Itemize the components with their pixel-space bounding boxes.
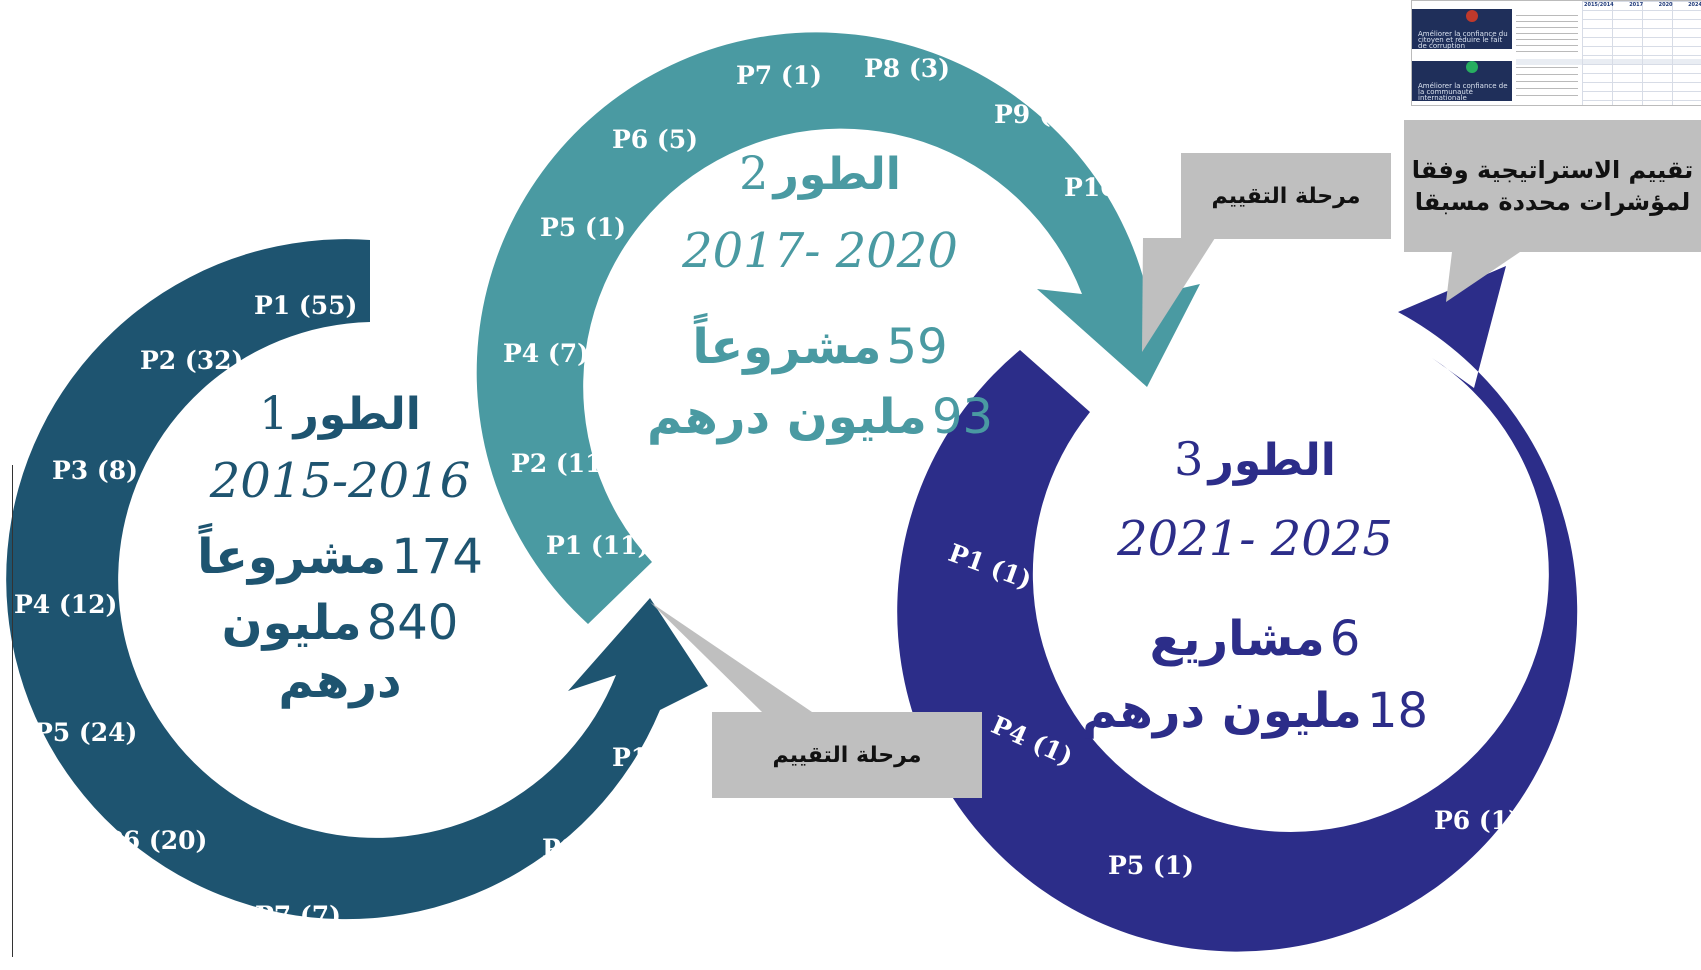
phase1-title: الطور bbox=[293, 389, 421, 440]
phase3-years: 2021- 2025 bbox=[1117, 511, 1393, 567]
phase3-budget-amount: 18 bbox=[1366, 683, 1429, 739]
thumbnail-header: 2017 bbox=[1629, 2, 1644, 8]
phase1-program-label: P4 (12) bbox=[14, 590, 118, 619]
thumbnail-header: 2024 bbox=[1688, 2, 1701, 8]
evaluation-callout-bottom-text: مرحلة التقييم bbox=[772, 742, 922, 768]
phase1-projects-count: 174 bbox=[391, 529, 483, 585]
phase2-budget-amount: 93 bbox=[931, 389, 994, 445]
phase2-projects-word: مشروعاً bbox=[692, 319, 882, 375]
evaluation-callout-top-text: مرحلة التقييم bbox=[1211, 183, 1361, 209]
phase1-program-label: P1 (55) bbox=[254, 291, 358, 320]
phase1-ring bbox=[6, 239, 708, 920]
phase3-number: 3 bbox=[1174, 432, 1204, 486]
thumbnail-text-lines bbox=[1516, 15, 1578, 55]
thumbnail-header: 2015/2014 bbox=[1584, 2, 1614, 8]
phase2-program-label: P2 (11) bbox=[511, 449, 615, 478]
objective2-logo-icon bbox=[1466, 61, 1478, 73]
objective2-text: Améliorer la confiance de la communauté … bbox=[1418, 82, 1508, 102]
phase3-program-label: P6 (1) bbox=[1434, 806, 1520, 835]
strategy-callout-tail bbox=[1446, 252, 1520, 302]
phase2-program-label: P1 (11) bbox=[546, 531, 650, 560]
objective1-card: Améliorer la confiance du citoyen et réd… bbox=[1412, 9, 1512, 50]
phase1-number: 1 bbox=[259, 386, 289, 440]
phase1-program-label: P10 (3) bbox=[612, 743, 716, 772]
phase3-ring bbox=[897, 266, 1578, 952]
phase1-program-label: P8 (1) bbox=[410, 911, 496, 940]
phase3-program-label: P5 (1) bbox=[1108, 851, 1194, 880]
left-border-line bbox=[0, 465, 13, 957]
phase3-title: الطور bbox=[1208, 435, 1336, 486]
phase1-budget-amount: 840 bbox=[366, 595, 459, 651]
strategy-callout-line2: لمؤشرات محددة مسبقا bbox=[1414, 188, 1691, 216]
thumbnail-headers: 2015/2014 2017 2020 2024 bbox=[1584, 2, 1701, 8]
phase2-number: 2 bbox=[739, 146, 769, 200]
phase1-program-label: P9 (12) bbox=[542, 834, 646, 863]
phase2-ring bbox=[476, 32, 1200, 624]
phase1-program-label: P3 (8) bbox=[52, 456, 138, 485]
phase1-projects-word: مشروعاً bbox=[197, 529, 387, 585]
evaluation-callout-top: مرحلة التقييم bbox=[1181, 153, 1391, 239]
phase1-program-label: P6 (20) bbox=[104, 826, 208, 855]
phase1-program-label: P7 (7) bbox=[255, 901, 341, 930]
phase1-years: 2015-2016 bbox=[209, 453, 471, 509]
phase1-budget-unit-line2: درهم bbox=[278, 653, 402, 709]
phase2-program-label: P5 (1) bbox=[540, 213, 626, 242]
strategy-callout-line1: تقييم الاستراتيجية وفقا bbox=[1411, 155, 1694, 184]
evaluation-callout-bottom-tail bbox=[650, 602, 812, 712]
phase2-program-label: P10 (2) bbox=[1064, 173, 1168, 202]
phase2-program-label: P8 (3) bbox=[864, 54, 950, 83]
phase3-budget-unit: مليون درهم bbox=[1081, 683, 1362, 739]
phase3-projects-word: مشاريع bbox=[1149, 611, 1325, 667]
thumbnail-text-lines-2 bbox=[1516, 67, 1578, 101]
phase2-program-label: P4 (7) bbox=[503, 339, 589, 368]
thumbnail-grid bbox=[1582, 1, 1701, 105]
indicators-table-thumbnail: Améliorer la confiance du citoyen et réd… bbox=[1411, 0, 1701, 106]
phase2-program-label: P6 (5) bbox=[612, 125, 698, 154]
objective1-logo-icon bbox=[1466, 10, 1478, 22]
phase1-program-label: P2 (32) bbox=[140, 346, 244, 375]
phase2-budget-unit: مليون درهم bbox=[646, 389, 927, 445]
phase2-program-label: P7 (1) bbox=[736, 61, 822, 90]
phase2-program-label: P9 (5) bbox=[994, 100, 1080, 129]
phase1-program-label: P5 (24) bbox=[34, 718, 138, 747]
phase1-center: الطور 1 2015-2016 174 مشروعاً 840 مليون … bbox=[160, 390, 520, 705]
phase2-center: الطور 2 2017- 2020 59 مشروعاً 93 مليون د… bbox=[620, 150, 1020, 441]
thumbnail-header: 2020 bbox=[1658, 2, 1673, 8]
objective2-card: Améliorer la confiance de la communauté … bbox=[1412, 61, 1512, 102]
strategy-callout: تقييم الاستراتيجية وفقا لمؤشرات محددة مس… bbox=[1404, 120, 1701, 252]
phase3-projects-count: 6 bbox=[1329, 611, 1361, 667]
phase1-budget-unit: مليون bbox=[221, 595, 362, 651]
evaluation-callout-bottom: مرحلة التقييم bbox=[712, 712, 982, 798]
phase2-projects-count: 59 bbox=[886, 319, 948, 375]
objective1-text: Améliorer la confiance du citoyen et réd… bbox=[1418, 30, 1508, 50]
phase3-center: الطور 3 2021- 2025 6 مشاريع 18 مليون دره… bbox=[1060, 436, 1450, 735]
evaluation-callout-top-tail bbox=[1142, 238, 1215, 352]
phase2-title: الطور bbox=[773, 149, 901, 200]
phase2-years: 2017- 2020 bbox=[682, 223, 958, 279]
